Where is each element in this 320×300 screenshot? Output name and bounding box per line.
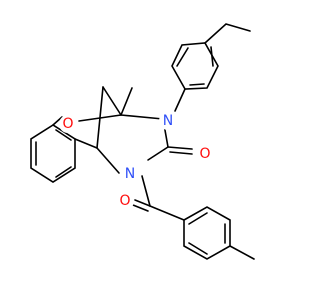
benzoyl-oxygen-atom: O bbox=[116, 192, 134, 210]
molecule-structure: O N N O O bbox=[30, 23, 255, 260]
aryl-nitrogen-atom: N bbox=[159, 112, 177, 130]
ring-oxygen-label: O bbox=[62, 116, 73, 132]
ring-oxygen-atom: O bbox=[59, 115, 77, 133]
urea-oxygen-label: O bbox=[199, 146, 210, 162]
aryl-nitrogen-label: N bbox=[163, 113, 173, 129]
acyl-nitrogen-label: N bbox=[125, 166, 135, 182]
urea-oxygen-atom: O bbox=[196, 145, 214, 163]
bond-lines bbox=[30, 23, 255, 260]
acyl-nitrogen-atom: N bbox=[121, 165, 139, 183]
benzoyl-oxygen-label: O bbox=[119, 193, 130, 209]
